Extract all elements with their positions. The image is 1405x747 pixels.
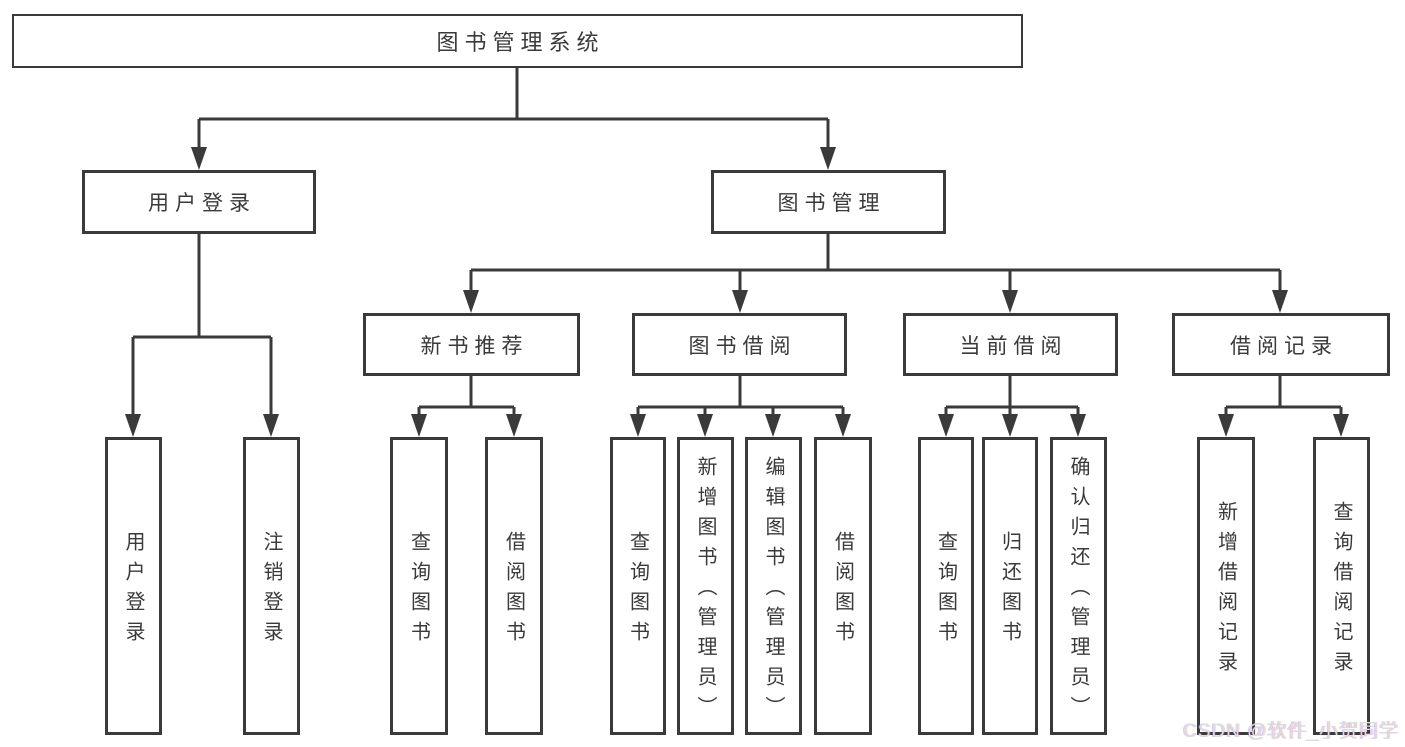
node-label: 查询图书 xyxy=(407,531,430,651)
node-label: 新书推荐 xyxy=(420,334,529,358)
node-book-management: 图书管理 xyxy=(711,170,946,234)
node-borrowing-records: 借阅记录 xyxy=(1172,313,1390,376)
node-label: 编辑图书（管理员） xyxy=(762,456,784,726)
node-label: 用户登录 xyxy=(122,531,144,651)
node-label: 注销登录 xyxy=(260,531,282,651)
node-label: 新增借阅记录 xyxy=(1214,501,1237,681)
node-label: 用户登录 xyxy=(148,192,256,215)
node-label: 查询图书 xyxy=(934,531,957,651)
node-current-borrowing: 当前借阅 xyxy=(903,313,1118,376)
node-user-login: 用户登录 xyxy=(82,170,316,234)
csdn-watermark: CSDN @软件_小贺同学 xyxy=(1183,721,1399,742)
leaf-query-books-borrowing: 查询图书 xyxy=(610,437,666,735)
leaf-query-books-recommend: 查询图书 xyxy=(390,437,448,735)
leaf-logout: 注销登录 xyxy=(243,437,300,735)
leaf-return-books: 归还图书 xyxy=(982,437,1038,735)
node-label: 借阅记录 xyxy=(1230,334,1338,358)
node-label: 新增图书（管理员） xyxy=(694,456,716,726)
leaf-edit-books-admin: 编辑图书（管理员） xyxy=(745,437,802,735)
leaf-borrow-books: 借阅图书 xyxy=(814,437,872,735)
node-new-book-recommendation: 新书推荐 xyxy=(363,313,580,376)
node-label: 查询借阅记录 xyxy=(1330,501,1352,681)
leaf-confirm-return-admin: 确认归还（管理员） xyxy=(1050,437,1107,735)
leaf-query-borrow-record: 查询借阅记录 xyxy=(1313,437,1370,735)
node-label: 图书管理 xyxy=(777,192,886,215)
leaf-query-books-current: 查询图书 xyxy=(918,437,974,735)
node-label: 图书管理系统 xyxy=(436,30,605,55)
leaf-add-borrow-record: 新增借阅记录 xyxy=(1197,437,1255,735)
leaf-user-login: 用户登录 xyxy=(105,437,162,735)
leaf-add-books-admin: 新增图书（管理员） xyxy=(677,437,734,735)
node-label: 查询图书 xyxy=(626,531,649,651)
node-label: 确认归还（管理员） xyxy=(1067,456,1089,726)
node-label: 借阅图书 xyxy=(502,531,525,651)
node-library-management-system: 图书管理系统 xyxy=(12,14,1023,68)
node-book-borrowing: 图书借阅 xyxy=(632,313,847,376)
node-label: 借阅图书 xyxy=(831,531,854,651)
leaf-borrow-books-recommend: 借阅图书 xyxy=(485,437,543,735)
node-label: 当前借阅 xyxy=(959,334,1068,358)
node-label: 图书借阅 xyxy=(688,334,797,358)
node-label: 归还图书 xyxy=(998,531,1021,651)
